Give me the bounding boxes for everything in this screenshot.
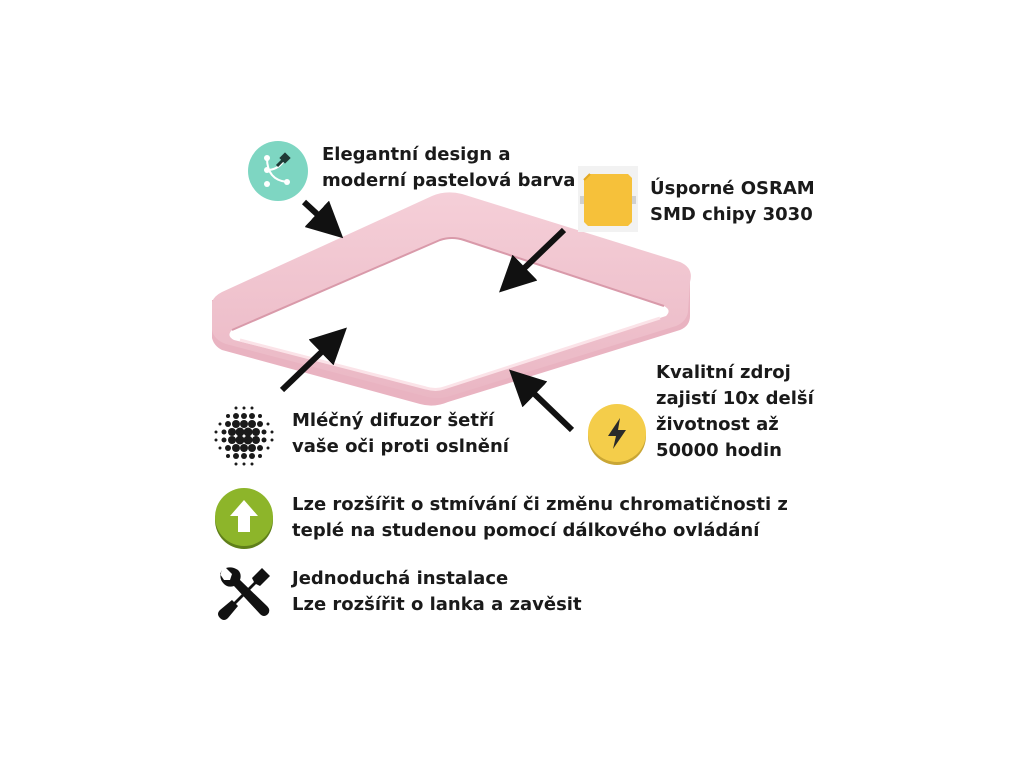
feature-lifetime-line3: životnost až xyxy=(656,414,779,435)
feature-install-label: Jednoduchá instalace Lze rozšířit o lank… xyxy=(292,566,582,618)
feature-chips-label: Úsporné OSRAM SMD chipy 3030 xyxy=(650,176,815,228)
arrow-lifetime xyxy=(509,369,575,433)
feature-dimming-label: Lze rozšířit o stmívání či změnu chromat… xyxy=(292,492,788,544)
feature-design-label: Elegantní design a moderní pastelová bar… xyxy=(322,142,575,194)
upgrade-arrow-icon xyxy=(215,488,273,549)
feature-diffuser-label: Mléčný difuzor šetří vaše oči proti osln… xyxy=(292,408,509,460)
feature-design-line2: moderní pastelová barva xyxy=(322,170,576,191)
wrench-screwdriver-icon xyxy=(218,567,270,620)
feature-chips-line2: SMD chipy 3030 xyxy=(650,204,813,225)
arrow-design xyxy=(301,199,344,239)
diffuser-dots-icon xyxy=(214,406,274,466)
feature-diffuser-line2: vaše oči proti oslnění xyxy=(292,436,509,457)
feature-lifetime-line4: 50000 hodin xyxy=(656,440,782,461)
feature-lifetime-line1: Kvalitní zdroj xyxy=(656,362,791,383)
lamp-inner-glow xyxy=(239,316,661,391)
led-chip-icon xyxy=(578,166,638,232)
lamp-inner-edge xyxy=(231,237,665,331)
arrow-chips xyxy=(499,227,567,293)
feature-dimming-line1: Lze rozšířit o stmívání či změnu chromat… xyxy=(292,494,788,515)
feature-lifetime-line2: zajistí 10x delší xyxy=(656,388,814,409)
feature-install-line1: Jednoduchá instalace xyxy=(292,568,509,589)
feature-design-line1: Elegantní design a xyxy=(322,144,511,165)
design-tools-icon xyxy=(248,141,308,201)
feature-diffuser-line1: Mléčný difuzor šetří xyxy=(292,410,495,431)
feature-chips-line1: Úsporné OSRAM xyxy=(650,178,815,199)
feature-install-line2: Lze rozšířit o lanka a zavěsit xyxy=(292,594,582,615)
arrow-diffuser xyxy=(279,327,347,393)
feature-dimming-line2: teplé na studenou pomocí dálkového ovlád… xyxy=(292,520,760,541)
lightning-icon xyxy=(588,404,646,465)
feature-lifetime-label: Kvalitní zdroj zajistí 10x delší životno… xyxy=(656,360,814,464)
